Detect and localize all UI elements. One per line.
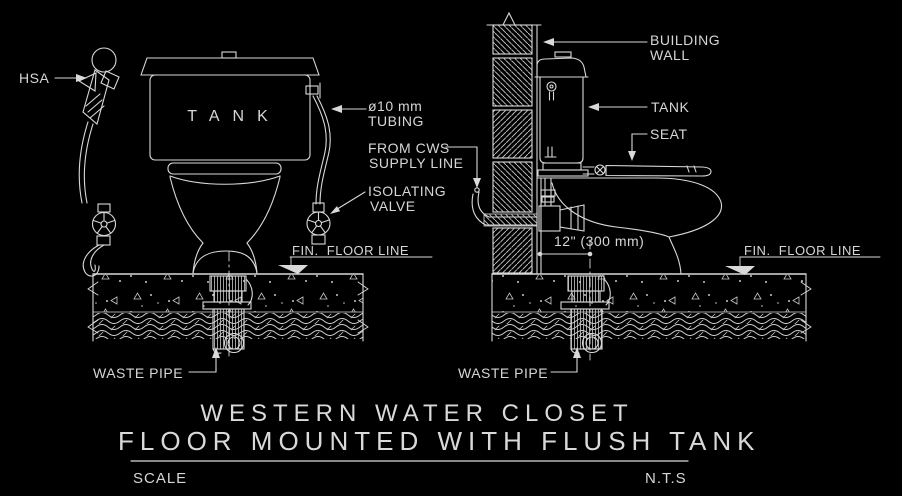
tank-front-label: TANK bbox=[187, 108, 281, 125]
scale-value: N.T.S bbox=[645, 470, 687, 487]
fin-floor-datum-right bbox=[725, 256, 881, 275]
fin-floor-datum-left bbox=[278, 256, 433, 274]
seat-leader-arrow bbox=[628, 133, 648, 161]
cws-supply-pipe bbox=[471, 187, 538, 227]
angle-valve bbox=[538, 177, 585, 232]
floor-section-right bbox=[491, 273, 812, 342]
hsa-leader-arrow bbox=[54, 74, 87, 82]
tubing-label-line1: ø10 mm bbox=[368, 98, 423, 114]
isolating-valve bbox=[306, 202, 331, 245]
cws-supply-leader bbox=[445, 146, 481, 188]
waste-pipe-leader-right bbox=[550, 347, 581, 373]
drawing-title-line1: WESTERN WATER CLOSET bbox=[200, 400, 634, 427]
waste-pipe-label-left: WASTE PIPE bbox=[93, 365, 184, 381]
isolating-valve-label-line1: ISOLATING bbox=[368, 183, 447, 199]
drawing-title-line2: FLOOR MOUNTED WITH FLUSH TANK bbox=[118, 426, 761, 456]
left-view-front-elevation bbox=[54, 47, 433, 373]
isolating-valve-label-line2: VALVE bbox=[370, 198, 416, 214]
toilet-seat-side bbox=[582, 164, 712, 177]
hsa-holder-valve bbox=[82, 203, 117, 277]
flush-tank-side bbox=[534, 51, 589, 177]
hand-spray-attachment bbox=[77, 47, 120, 204]
hsa-label: HSA bbox=[19, 70, 50, 86]
waste-pipe-label-right: WASTE PIPE bbox=[458, 365, 549, 381]
fin-floor-label-left: FIN. FLOOR LINE bbox=[292, 243, 410, 258]
rough-in-dimension bbox=[536, 251, 593, 257]
tank-side-label: TANK bbox=[651, 99, 690, 115]
building-wall-section bbox=[486, 11, 542, 274]
building-wall-leader-arrow bbox=[543, 38, 648, 46]
building-wall-label-line2: WALL bbox=[650, 47, 690, 63]
bowl-side bbox=[536, 177, 723, 275]
scale-label: SCALE bbox=[133, 470, 188, 487]
cws-label-line2: SUPPLY LINE bbox=[369, 155, 464, 171]
flush-tank-front bbox=[140, 51, 320, 161]
waste-pipe-left bbox=[202, 251, 253, 361]
supply-tubing bbox=[305, 82, 331, 205]
tank-leader-arrow bbox=[588, 103, 648, 111]
rough-in-dimension-label: 12" (300 mm) bbox=[554, 233, 645, 249]
isolating-valve-leader-arrow bbox=[330, 191, 366, 214]
fin-floor-label-right: FIN. FLOOR LINE bbox=[744, 243, 862, 258]
building-wall-label-line1: BUILDING bbox=[650, 32, 721, 48]
cws-label-line1: FROM CWS bbox=[368, 140, 450, 156]
tubing-label-line2: TUBING bbox=[368, 113, 424, 129]
seat-label: SEAT bbox=[650, 126, 688, 142]
bowl-front bbox=[167, 162, 282, 274]
tubing-leader-arrow bbox=[331, 105, 367, 113]
waste-pipe-right bbox=[560, 239, 611, 361]
waste-pipe-leader-left bbox=[188, 347, 220, 373]
right-view-side-section bbox=[445, 11, 881, 373]
